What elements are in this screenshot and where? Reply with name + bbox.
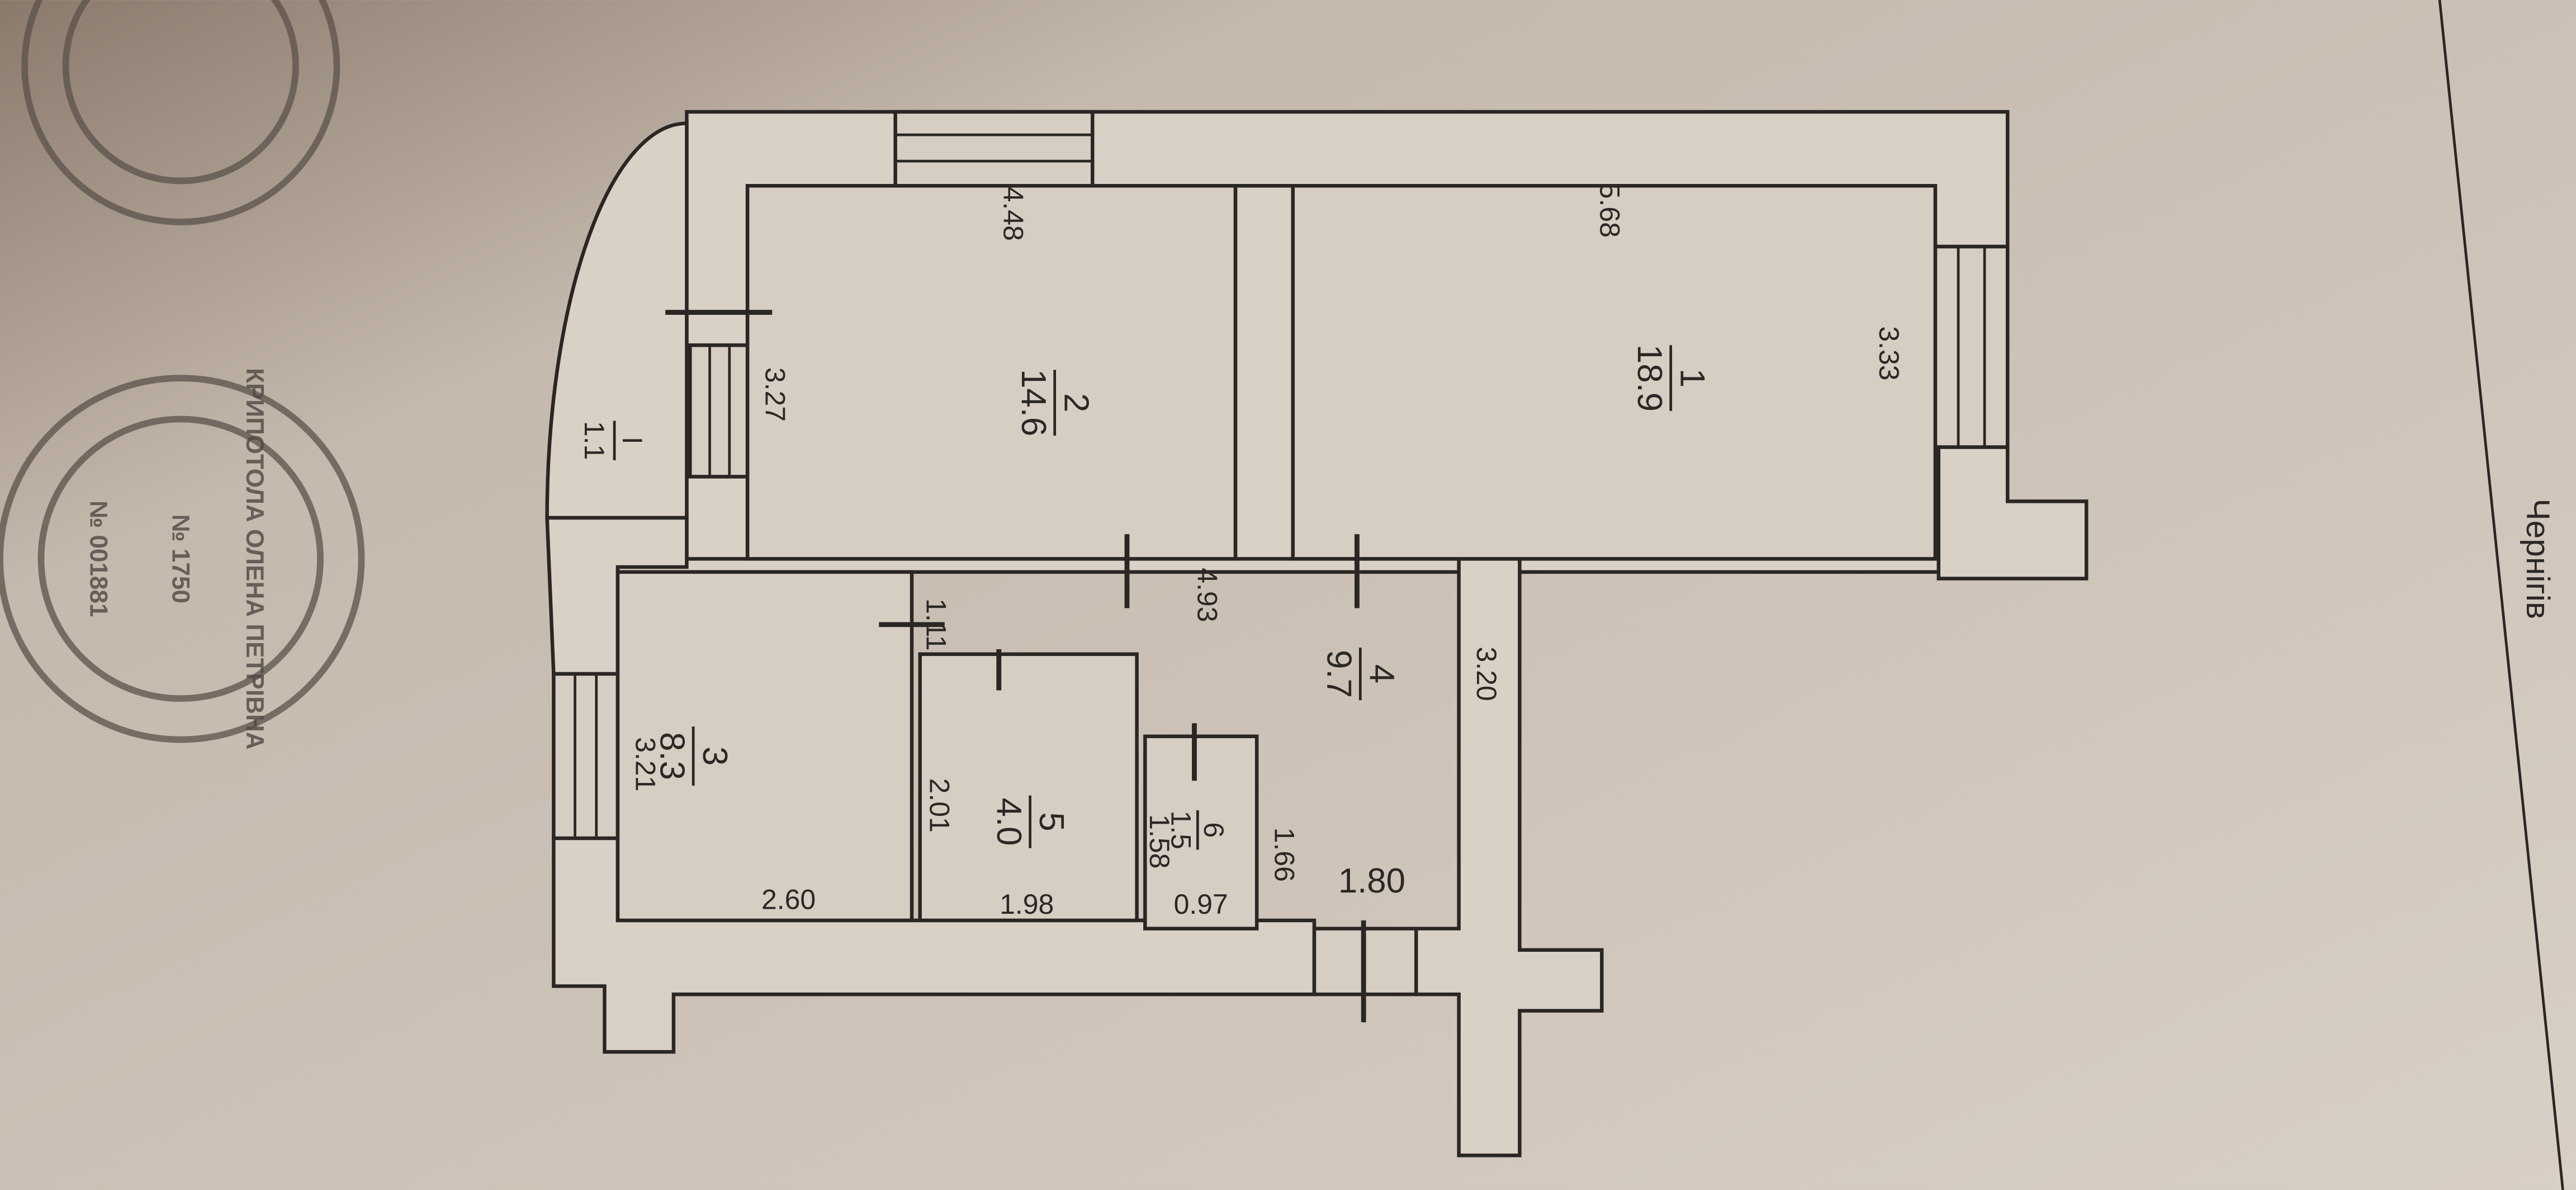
dim-room3-depth: 3.21 <box>629 737 661 791</box>
room-2-label: 2 14.6 <box>1014 369 1095 436</box>
dim-room4-depth: 3.20 <box>1471 646 1502 701</box>
stamp-top <box>21 0 340 225</box>
room-area: 14.6 <box>1014 369 1053 436</box>
room-6 <box>1143 734 1259 931</box>
room-1-label: 1 18.9 <box>1630 344 1711 412</box>
dim-room2-width: 4.48 <box>998 187 1029 241</box>
stamp-number: № 001881 <box>85 500 112 617</box>
door-marks <box>665 310 1366 1023</box>
room-4-label: 4 9.7 <box>1320 648 1401 701</box>
city-label: Чернігів <box>2520 498 2556 619</box>
balcony-label: I 1.1 <box>579 421 648 461</box>
dim-1-80: 1.80 <box>1338 862 1405 900</box>
room-area: 18.9 <box>1630 344 1669 412</box>
dim-room5-width: 1.98 <box>1000 889 1054 920</box>
room-number: 1 <box>1673 369 1711 388</box>
walls <box>545 110 2089 1158</box>
dim-1-66: 1.66 <box>1268 828 1300 882</box>
room-area: 9.7 <box>1320 650 1358 698</box>
room-5 <box>918 652 1139 923</box>
room-3 <box>615 570 914 923</box>
dim-door: 1.11 <box>920 598 951 651</box>
room-1 <box>1291 184 1938 561</box>
room-area: 8.3 <box>652 732 691 780</box>
dim-room6-width: 0.97 <box>1174 889 1228 920</box>
stamp-seal: КРИПОТОЛА ОЛЕНА ПЕТРІВНА № 1750 № 001881 <box>0 368 365 750</box>
stamp-cert: № 1750 <box>167 514 195 603</box>
dim-room2-depth: 3.27 <box>759 367 790 422</box>
page-border-line <box>2438 0 2564 1190</box>
dim-room3-width: 2.60 <box>761 884 816 915</box>
room-number: 2 <box>1057 393 1095 412</box>
dim-room1-width: 5.68 <box>1594 183 1625 238</box>
room-number: 5 <box>1032 812 1071 831</box>
labels: 4.48 5.68 3.33 3.27 4.93 1.11 3.21 3.20 … <box>579 183 2556 920</box>
dim-room5-depth: 2.01 <box>924 778 955 833</box>
room-number: 3 <box>695 747 734 766</box>
room-6-label: 6 1.5 <box>1165 810 1229 850</box>
room-area: 1.5 <box>1165 811 1196 849</box>
room-number: I <box>617 437 648 445</box>
room-2 <box>745 184 1238 561</box>
dim-room1-depth: 3.33 <box>1873 326 1905 380</box>
dim-room6-depth: 1.58 <box>1144 814 1175 868</box>
rooms <box>615 184 1938 931</box>
stamp-name: КРИПОТОЛА ОЛЕНА ПЕТРІВНА <box>241 368 268 750</box>
room-number: 4 <box>1362 664 1401 683</box>
room-area: 4.0 <box>989 798 1028 846</box>
room-5-label: 5 4.0 <box>989 795 1071 848</box>
room-3-label: 3 8.3 <box>652 726 734 786</box>
room-number: 6 <box>1198 822 1229 838</box>
dim-room4-width: 4.93 <box>1191 568 1223 622</box>
room-area: 1.1 <box>579 421 610 460</box>
